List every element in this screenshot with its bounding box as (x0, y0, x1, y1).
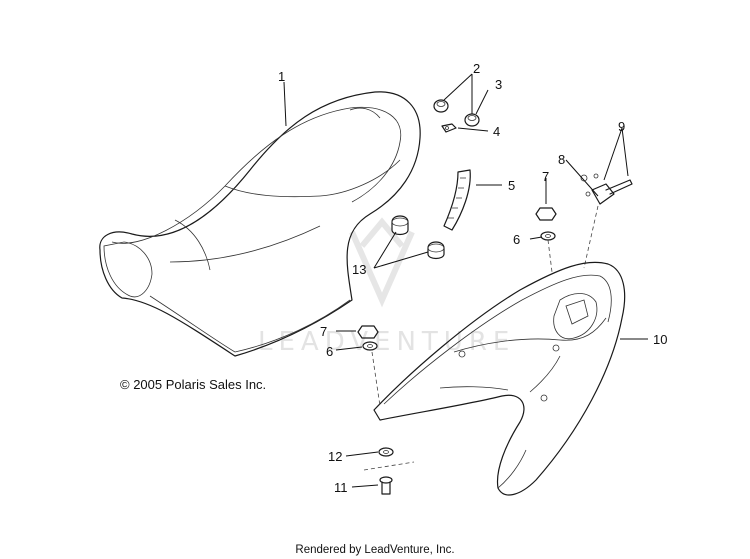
nut-7-upper (535, 207, 557, 221)
callout-6b: 6 (326, 344, 333, 359)
callout-4: 4 (493, 124, 500, 139)
callout-6a: 6 (513, 232, 520, 247)
rear-cowl (373, 261, 626, 496)
copyright-text: © 2005 Polaris Sales Inc. (120, 377, 266, 392)
washer-12 (378, 447, 394, 457)
footer-text: Rendered by LeadVenture, Inc. (295, 544, 454, 556)
seat (99, 91, 421, 357)
leader-lines (283, 73, 648, 488)
callout-12: 12 (328, 449, 342, 464)
callout-1: 1 (278, 69, 285, 84)
grommet-13-upper (391, 215, 409, 236)
bolt-11 (379, 476, 393, 495)
clip-4 (441, 123, 457, 133)
grommet-2 (433, 99, 449, 113)
nut-7-lower (357, 325, 379, 339)
callout-8: 8 (558, 152, 565, 167)
callout-10: 10 (653, 332, 667, 347)
grommet-13-lower (427, 241, 445, 260)
callout-11: 11 (334, 480, 348, 495)
watermark-logo (349, 217, 415, 308)
grab-strap (443, 169, 471, 231)
callout-7a: 7 (542, 169, 549, 184)
callout-labels: 1 2 3 4 5 6 6 7 7 8 9 10 11 12 13 (278, 61, 667, 495)
watermark-text: LEADVENTURE (258, 327, 515, 357)
callout-5: 5 (508, 178, 515, 193)
grommet-3 (464, 113, 480, 127)
washer-6-lower (362, 341, 378, 351)
callout-9: 9 (618, 119, 625, 134)
washer-6-upper (540, 231, 556, 241)
latch-assembly (580, 173, 633, 269)
callout-7b: 7 (320, 324, 327, 339)
callout-2: 2 (473, 61, 480, 76)
callout-3: 3 (495, 77, 502, 92)
callout-13: 13 (352, 262, 366, 277)
